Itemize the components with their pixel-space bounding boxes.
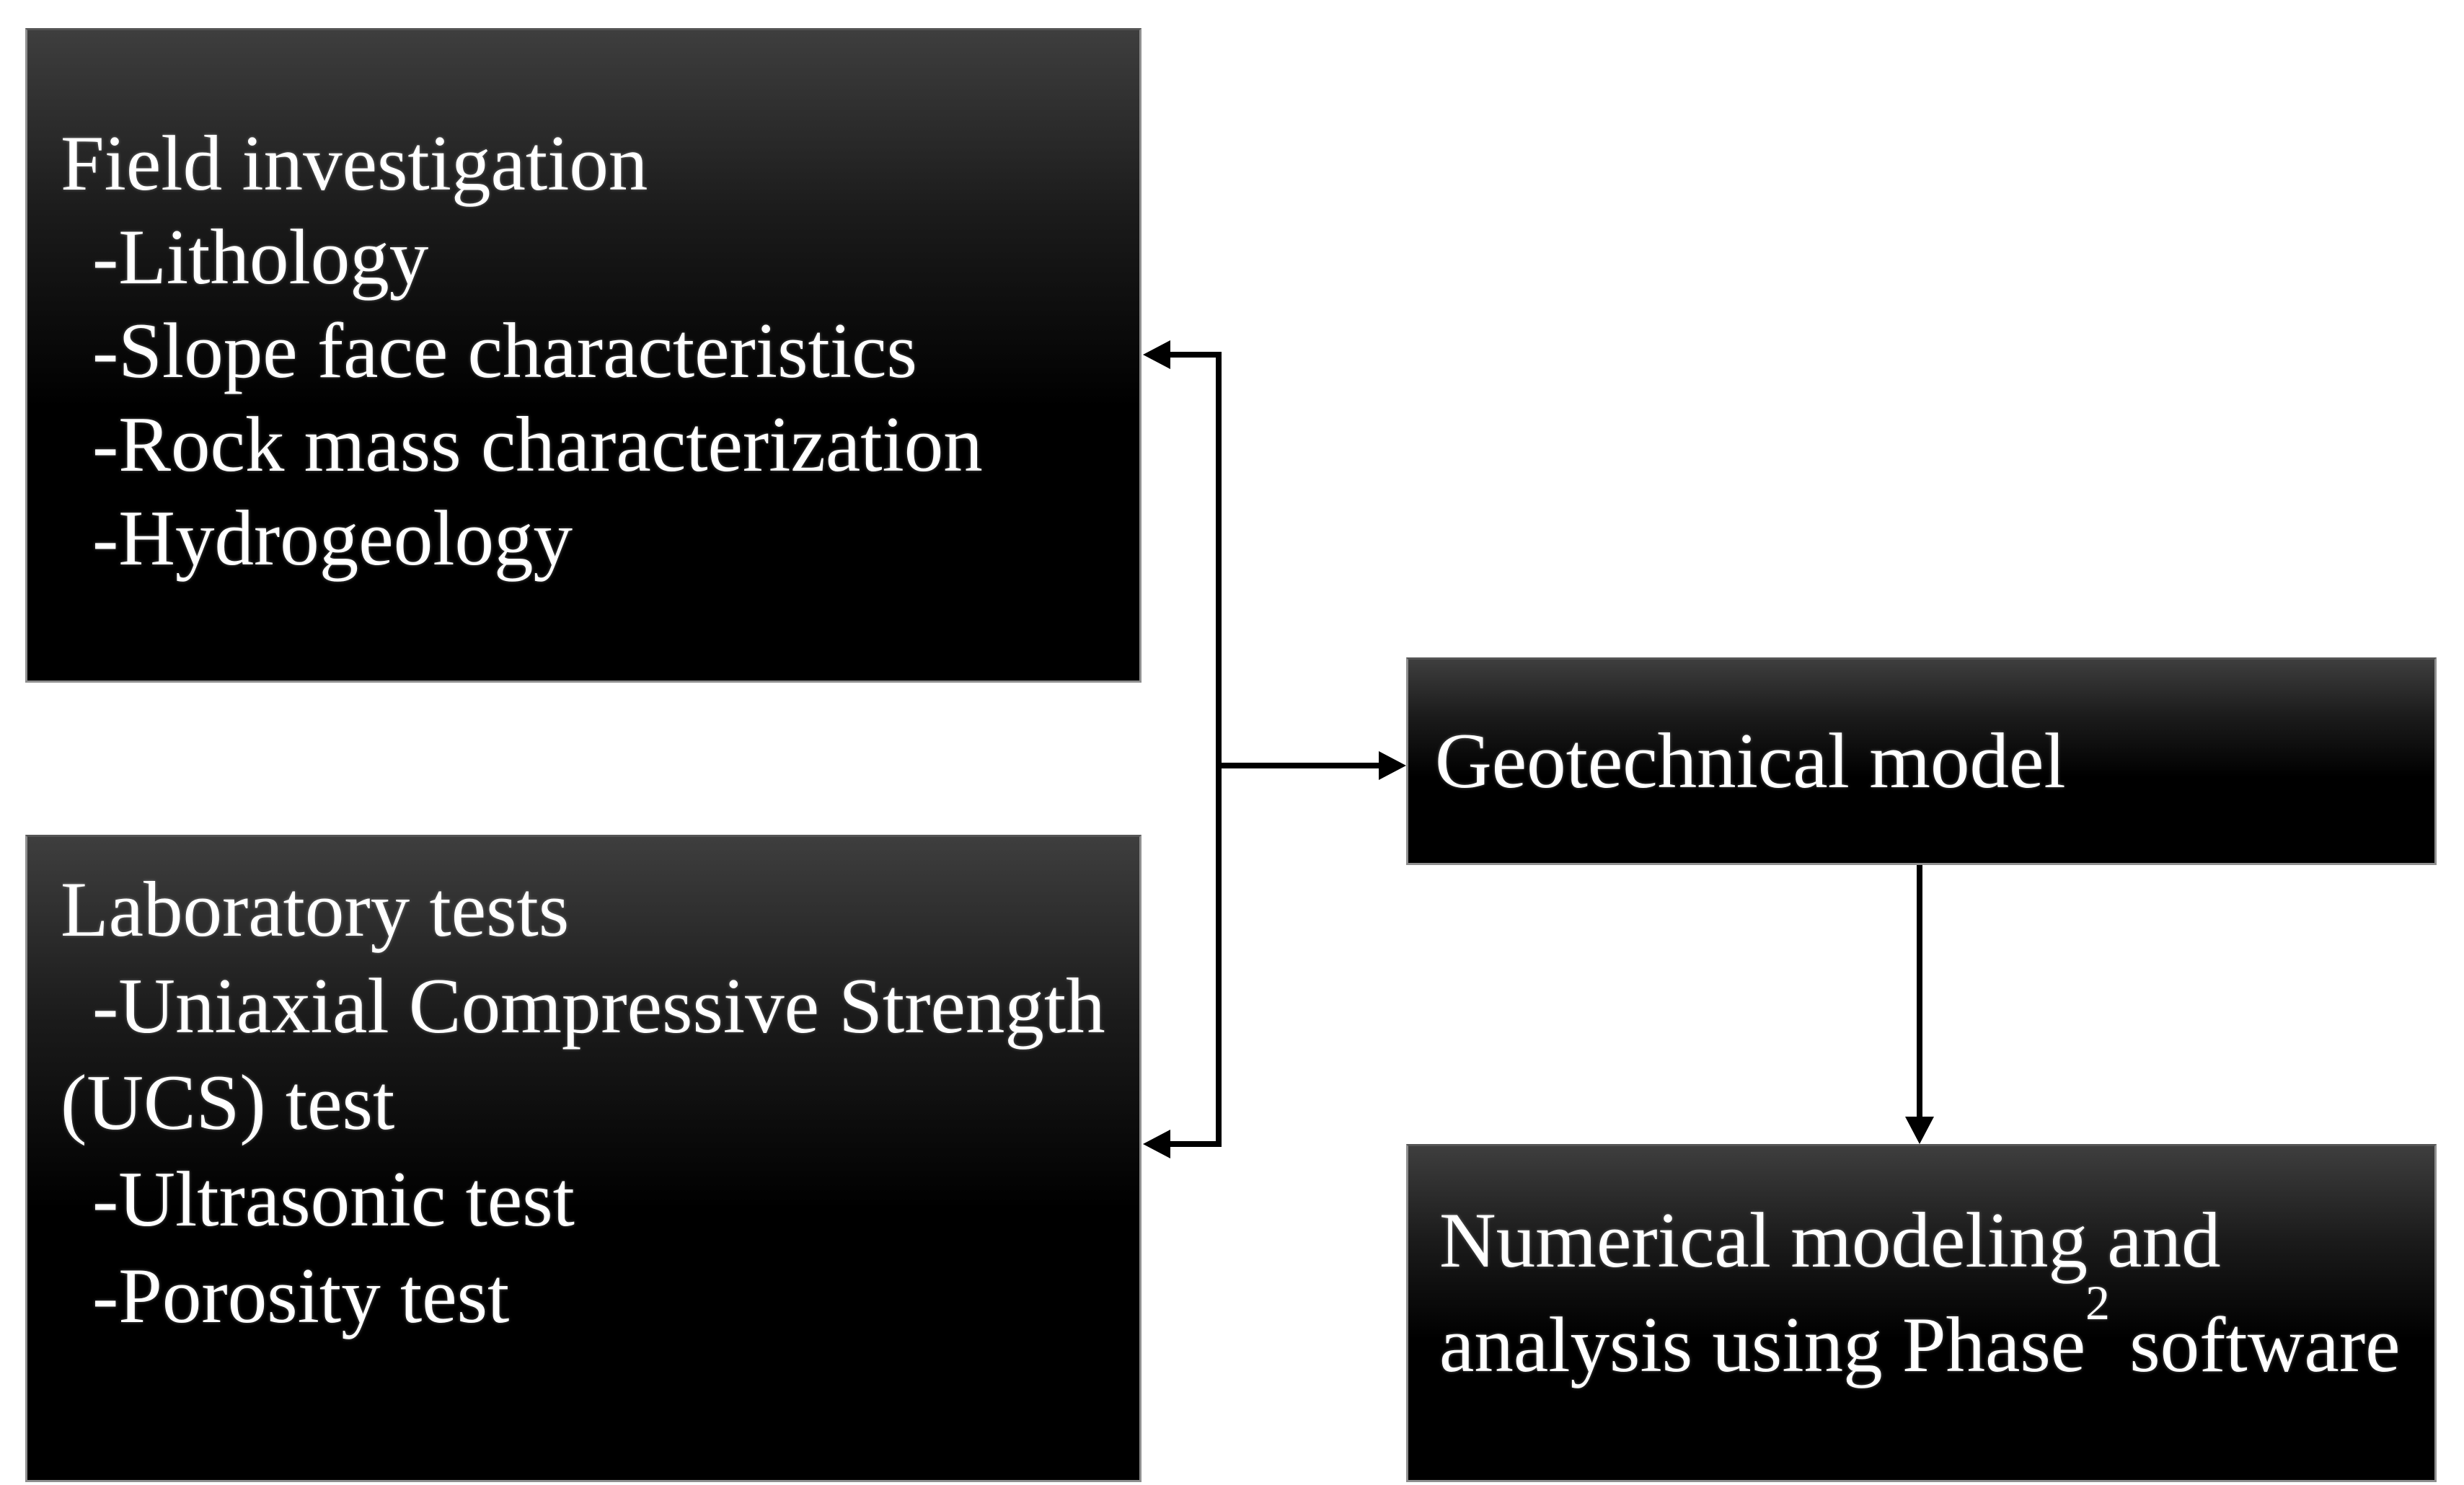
field-investigation-box: Field investigation -Lithology -Slope fa… bbox=[25, 28, 1142, 683]
phase-superscript: 2 bbox=[2085, 1275, 2110, 1330]
numerical-line2-pre: analysis using Phase bbox=[1439, 1301, 2086, 1388]
field-item-rock-mass: -Rock mass characterization bbox=[92, 401, 983, 488]
bracket-bottom-segment bbox=[1165, 1141, 1222, 1147]
bracket-top-segment bbox=[1165, 352, 1222, 358]
geotechnical-model-box: Geotechnical model bbox=[1406, 657, 2437, 865]
laboratory-tests-title: Laboratory tests bbox=[61, 866, 570, 953]
laboratory-tests-box: Laboratory tests -Uniaxial Compressive S… bbox=[25, 835, 1142, 1482]
lab-item-ucs-line1: -Uniaxial Compressive Strength bbox=[92, 962, 1105, 1050]
lab-item-ultrasonic: -Ultrasonic test bbox=[92, 1156, 575, 1243]
geotechnical-to-numerical-line bbox=[1917, 865, 1922, 1121]
field-item-hydrogeology: -Hydrogeology bbox=[92, 495, 573, 582]
numerical-line2-post: software bbox=[2109, 1301, 2401, 1388]
numerical-modeling-line2: analysis using Phase2 software bbox=[1439, 1278, 2427, 1397]
numerical-modeling-line1: Numerical modeling and bbox=[1439, 1197, 2221, 1284]
field-investigation-title: Field investigation bbox=[61, 120, 648, 207]
field-item-lithology: -Lithology bbox=[92, 213, 429, 301]
bracket-to-geotechnical-segment bbox=[1216, 763, 1382, 768]
arrowhead-right-into-geotechnical-box-icon bbox=[1379, 751, 1406, 780]
arrowhead-left-into-field-box-icon bbox=[1143, 340, 1170, 369]
lab-item-ucs-line2: (UCS) test bbox=[61, 1059, 395, 1146]
arrowhead-left-into-laboratory-box-icon bbox=[1143, 1130, 1170, 1158]
bracket-vertical-line bbox=[1216, 352, 1222, 1147]
numerical-modeling-box: Numerical modeling and analysis using Ph… bbox=[1406, 1144, 2437, 1482]
geotechnical-model-title: Geotechnical model bbox=[1435, 717, 2066, 804]
arrowhead-down-into-numerical-box-icon bbox=[1905, 1117, 1934, 1144]
lab-item-porosity: -Porosity test bbox=[92, 1252, 510, 1339]
field-item-slope-face: -Slope face characteristics bbox=[92, 307, 917, 394]
